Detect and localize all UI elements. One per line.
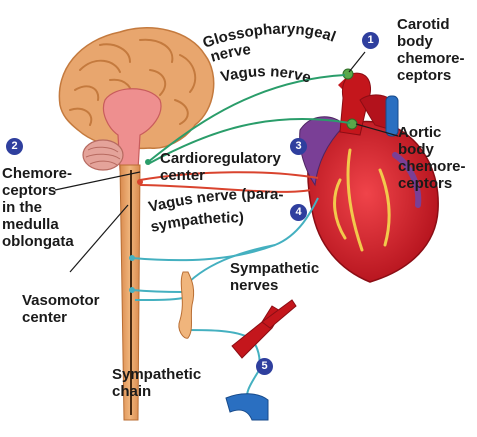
sympathetic-nerves-label: Sympathetic nerves: [230, 260, 319, 294]
marker-5: 5: [256, 358, 273, 375]
aortic-body-label: Aortic body chemore- ceptors: [398, 124, 466, 192]
marker-1: 1: [362, 32, 379, 49]
sympathetic-chain-label: Sympathetic chain: [112, 366, 201, 400]
aortic-body-receptor: [347, 119, 357, 129]
marker-4: 4: [290, 204, 307, 221]
vagus-parasympathetic-label-2: sympathetic): [149, 209, 244, 235]
cardioregulatory-center-label: Cardioregulatory center: [160, 150, 281, 184]
cerebellum: [83, 140, 123, 170]
marker-2: 2: [6, 138, 23, 155]
vagus-nerve-label: Vagus nerve: [219, 63, 313, 86]
carotid-body-receptor: [343, 69, 353, 79]
carotid-body-label: Carotid body chemore- ceptors: [397, 16, 465, 84]
medulla-chemoreceptors-label: Chemore- ceptors in the medulla oblongat…: [2, 165, 74, 250]
vasomotor-center-label: Vasomotor center: [22, 292, 100, 326]
sympathetic-ganglion: [179, 272, 194, 338]
peripheral-vein: [226, 394, 268, 420]
marker-3: 3: [290, 138, 307, 155]
